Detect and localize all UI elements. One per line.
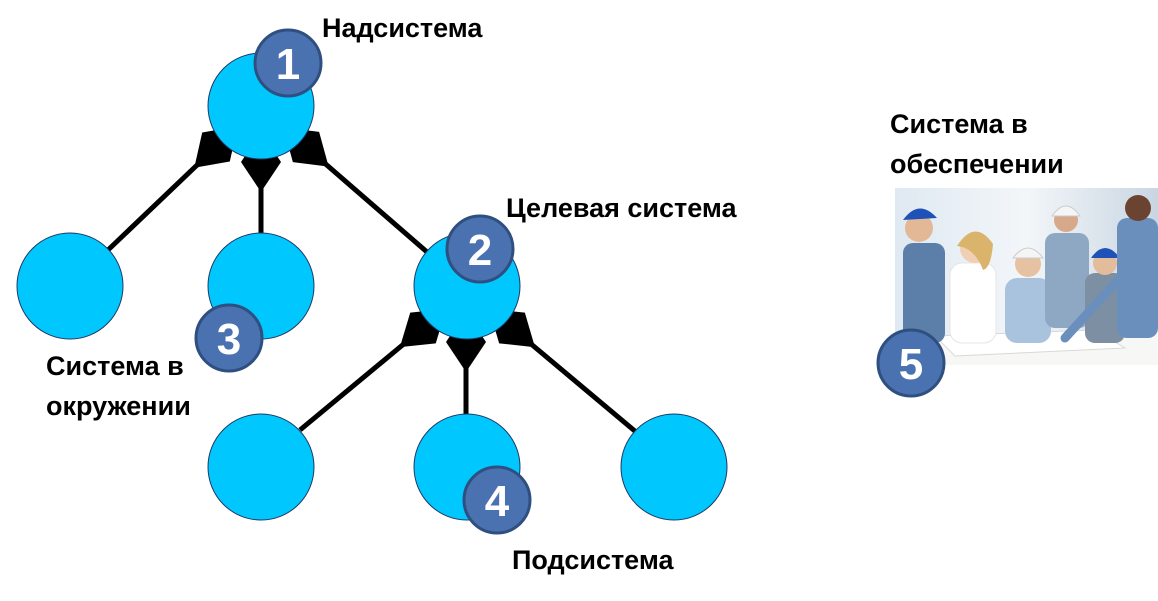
- label-supersystem: Надсистема: [322, 13, 483, 43]
- node-subsystem-left: [207, 413, 315, 521]
- badge-2: 2: [445, 214, 515, 284]
- badge-5: 5: [876, 328, 946, 398]
- badge-3-number: 3: [217, 315, 241, 364]
- connector-super-left: [106, 126, 238, 252]
- connector-target-right: [489, 308, 638, 434]
- label-environment-line2: окружении: [46, 391, 191, 421]
- connector-target-left: [298, 308, 447, 432]
- badge-4: 4: [462, 465, 532, 535]
- label-environment-system: Система в окружении: [46, 346, 191, 426]
- team-of-engineers-photo: [895, 188, 1158, 365]
- label-environment-line1: Система в: [46, 351, 184, 381]
- node-subsystem-right: [620, 413, 728, 521]
- badge-1-number: 1: [276, 40, 300, 89]
- label-subsystem: Подсистема: [512, 545, 674, 575]
- label-support-line2: обеспечении: [890, 149, 1064, 179]
- badge-2-number: 2: [468, 226, 492, 275]
- connector-super-target: [283, 127, 429, 254]
- badge-4-number: 4: [485, 477, 510, 526]
- badge-3: 3: [194, 303, 264, 373]
- badge-1: 1: [253, 28, 323, 98]
- label-support-system: Система в обеспечении: [890, 104, 1064, 184]
- badge-5-number: 5: [899, 340, 923, 389]
- label-target-system: Целевая система: [506, 193, 737, 223]
- node-environment-left: [16, 232, 124, 340]
- label-support-line1: Система в: [890, 109, 1028, 139]
